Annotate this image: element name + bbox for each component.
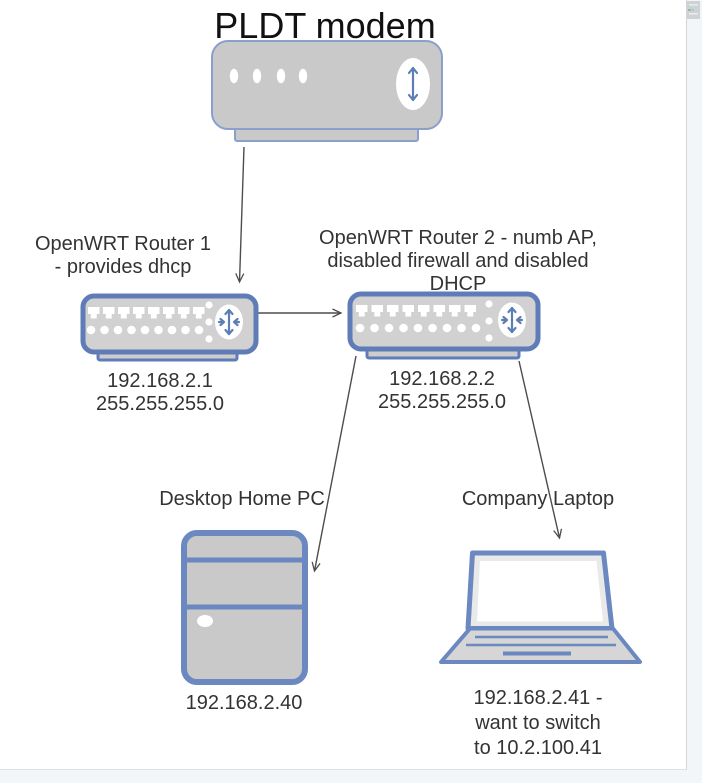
edge-router2-to-desktop xyxy=(315,355,357,571)
desktop-address: 192.168.2.40 xyxy=(185,692,303,714)
router2-address: 192.168.2.2 255.255.255.0 xyxy=(378,368,506,413)
switch-arrows-icon xyxy=(496,301,528,339)
modem-led-dots xyxy=(229,68,308,84)
diagram-shapes xyxy=(80,40,642,685)
node-laptop-shape xyxy=(439,550,642,664)
node-router1-shape xyxy=(80,293,259,362)
edge-router2-to-laptop xyxy=(518,360,560,538)
switch-arrows-icon xyxy=(213,303,245,341)
node-desktop-shape xyxy=(181,530,308,685)
vertical-arrows-icon xyxy=(396,58,430,110)
diagram-canvas: PLDT modem OpenWRT Router 1 - provides d… xyxy=(0,0,687,770)
edge-modem-to-router1 xyxy=(240,146,245,282)
laptop-label: Company Laptop xyxy=(461,488,615,510)
node-router2-shape xyxy=(347,291,541,360)
scrollbar-track[interactable] xyxy=(687,0,702,783)
scrollbar-thumbnail-icon[interactable] xyxy=(687,1,700,19)
router1-label: OpenWRT Router 1 - provides dhcp xyxy=(34,233,211,278)
modem-body xyxy=(211,40,443,130)
router2-label: OpenWRT Router 2 - numb AP, disabled fir… xyxy=(319,227,597,295)
laptop-address: 192.168.2.41 - want to switch to 10.2.10… xyxy=(473,687,603,759)
laptop-keyboard-lines xyxy=(466,635,616,656)
laptop-screen xyxy=(477,561,603,622)
desktop-power-button xyxy=(197,615,213,627)
node-modem-shape xyxy=(211,40,443,142)
modem-label: PLDT modem xyxy=(214,5,436,46)
router1-address: 192.168.2.1 255.255.255.0 xyxy=(96,370,224,415)
desktop-label: Desktop Home PC xyxy=(159,488,325,510)
